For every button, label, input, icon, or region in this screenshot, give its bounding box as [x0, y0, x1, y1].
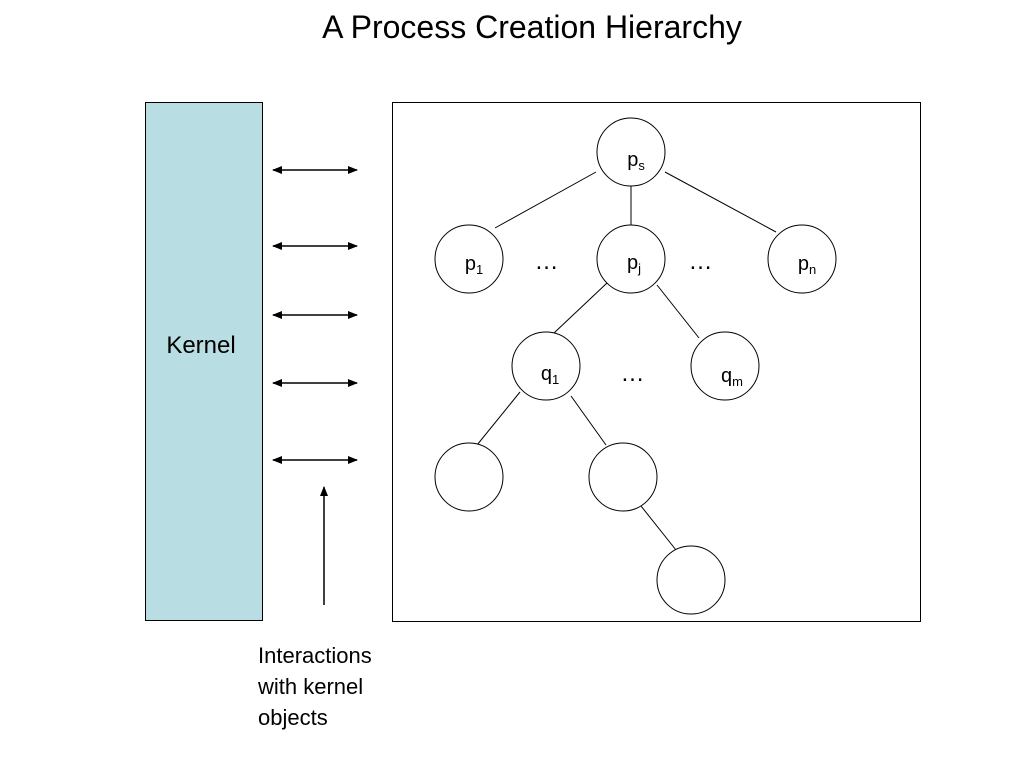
edge-ps-p1 [494, 171, 597, 229]
page-title: A Process Creation Hierarchy [322, 9, 742, 45]
node-leaf-1 [434, 442, 504, 512]
edge-q1-leaf2 [570, 395, 607, 446]
node-label-pj: pj [626, 252, 641, 276]
node-ps [596, 117, 666, 187]
edge-q1-leaf1 [476, 391, 521, 446]
node-label-ps: ps [627, 149, 645, 173]
node-leaf-3 [656, 545, 726, 615]
edge-leaf2-leaf3 [640, 505, 677, 551]
node-qm [690, 331, 760, 401]
kernel-block [145, 102, 263, 621]
caption-line-3: objects [258, 705, 328, 730]
caption-line-2: with kernel [258, 674, 364, 699]
kernel-label: Kernel [166, 332, 236, 359]
ellipsis-p1-pj: … [534, 248, 560, 275]
node-pn [767, 224, 837, 294]
caption-line-1: Interactions [258, 643, 372, 668]
node-q1 [511, 331, 581, 401]
node-label-q1: q1 [540, 363, 560, 387]
edge-ps-pn [664, 171, 777, 233]
ellipsis-pj-pn: … [688, 248, 714, 275]
node-label-p1: p1 [464, 253, 484, 277]
interactions-caption: Interactions with kernel objects [258, 640, 372, 733]
node-p1 [434, 224, 504, 294]
node-label-pn: pn [797, 253, 817, 277]
node-pj [596, 224, 666, 294]
edge-pj-q1 [553, 282, 608, 334]
process-tree-frame [392, 102, 921, 622]
ellipsis-q1-qm: … [620, 360, 646, 387]
edge-pj-qm [656, 284, 700, 339]
node-leaf-2 [588, 442, 658, 512]
node-label-qm: qm [721, 365, 743, 389]
